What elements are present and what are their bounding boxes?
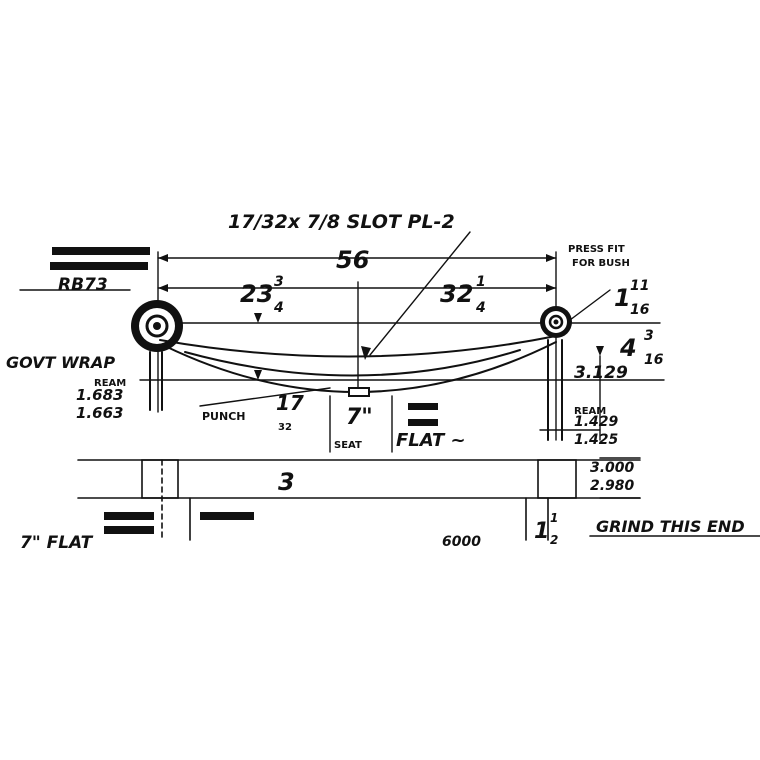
ream-left-top: 1.683 bbox=[76, 386, 123, 404]
right-length-num: 1 bbox=[476, 274, 486, 290]
eye-dim-whole: 1 bbox=[614, 284, 631, 312]
rating-label: 6000 bbox=[442, 534, 481, 550]
ream-right-bottom: 1.425 bbox=[574, 432, 619, 448]
right-length-whole: 32 bbox=[440, 280, 473, 308]
press-fit-line1: PRESS FIT bbox=[568, 244, 625, 255]
seat-label: SEAT bbox=[334, 440, 362, 451]
eye-dim-num: 11 bbox=[630, 278, 649, 294]
seven-flat-label: 7" FLAT bbox=[20, 533, 94, 553]
grind-label: GRIND THIS END bbox=[596, 517, 745, 536]
arch-dim: 3.129 bbox=[574, 363, 628, 383]
part-number-label: RB73 bbox=[58, 275, 108, 295]
plan-view bbox=[77, 457, 760, 541]
left-length-whole: 23 bbox=[240, 280, 273, 308]
eye-dim-den: 16 bbox=[630, 302, 650, 318]
dimension-lines bbox=[19, 231, 665, 453]
right-length-den: 4 bbox=[475, 300, 486, 316]
press-fit-line2: FOR BUSH bbox=[572, 258, 630, 269]
ream-left-bottom: 1.663 bbox=[76, 404, 123, 422]
redaction-marks bbox=[50, 247, 438, 534]
ream-left-label: REAM bbox=[94, 378, 126, 389]
spring-leaves bbox=[149, 335, 563, 441]
grind-dim-den: 2 bbox=[550, 533, 558, 547]
width-top: 3.000 bbox=[590, 460, 635, 476]
govt-wrap-label: GOVT WRAP bbox=[6, 353, 115, 372]
slot-callout: 17/32x 7/8 SLOT PL-2 bbox=[228, 211, 455, 233]
left-length-num: 3 bbox=[274, 274, 284, 290]
grind-dim-num: 1 bbox=[550, 511, 558, 525]
arrowheads bbox=[158, 254, 604, 380]
left-length-den: 4 bbox=[273, 300, 284, 316]
overall-length: 56 bbox=[336, 246, 369, 274]
punch-den: 32 bbox=[278, 422, 292, 433]
height-dim-den: 16 bbox=[644, 352, 664, 368]
width-bottom: 2.980 bbox=[590, 478, 635, 494]
width-dim: 3 bbox=[278, 468, 295, 496]
height-dim-num: 3 bbox=[644, 328, 654, 344]
ream-right-label: REAM bbox=[574, 406, 606, 417]
ream-right-top: 1.429 bbox=[574, 414, 619, 430]
grind-dim-whole: 1 bbox=[534, 519, 549, 544]
right-spring-eye bbox=[540, 306, 572, 338]
punch-num: 17 bbox=[276, 391, 304, 415]
punch-label: PUNCH bbox=[202, 410, 245, 423]
height-dim-whole: 4 bbox=[619, 334, 637, 362]
left-spring-eye bbox=[131, 300, 183, 352]
flat-label: FLAT ~ bbox=[396, 430, 466, 451]
seat-length: 7" bbox=[346, 405, 373, 430]
